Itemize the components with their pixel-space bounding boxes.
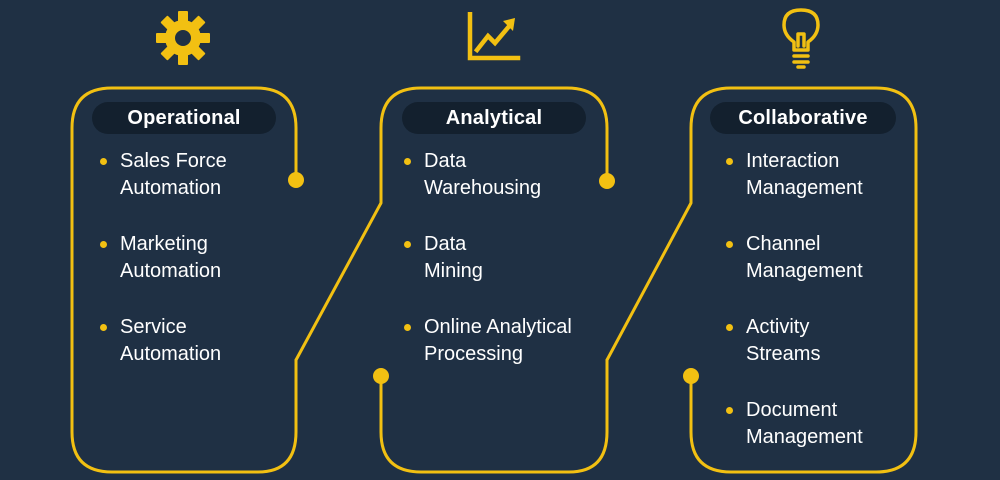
connector-operational-analytical: [294, 86, 609, 362]
bullet-icon: [726, 241, 733, 248]
list-item: Marketing Automation: [98, 231, 293, 285]
analytical-frame-bottom: [379, 358, 609, 474]
list-item: Data Mining: [402, 231, 607, 285]
bullet-icon: [100, 324, 107, 331]
column-title-operational: Operational: [92, 102, 276, 134]
list-item: Activity Streams: [724, 314, 909, 368]
connector-dot: [683, 368, 699, 384]
collaborative-items: Interaction Management Channel Managemen…: [724, 148, 909, 480]
bullet-icon: [726, 158, 733, 165]
operational-frame: [70, 86, 298, 474]
bullet-icon: [100, 241, 107, 248]
bullet-icon: [404, 241, 411, 248]
bullet-icon: [404, 158, 411, 165]
list-item: Data Warehousing: [402, 148, 607, 202]
bullet-icon: [726, 324, 733, 331]
list-item: Interaction Management: [724, 148, 909, 202]
gear-icon: [155, 10, 211, 66]
connector-dot: [599, 173, 615, 189]
chart-trend-up-icon: [466, 11, 522, 62]
list-item: Service Automation: [98, 314, 293, 368]
connector-dot: [288, 172, 304, 188]
lightbulb-icon: [778, 6, 824, 70]
bullet-icon: [100, 158, 107, 165]
bullet-icon: [726, 407, 733, 414]
operational-items: Sales Force Automation Marketing Automat…: [98, 148, 293, 397]
list-item: Sales Force Automation: [98, 148, 293, 202]
bullet-icon: [404, 324, 411, 331]
analytical-items: Data Warehousing Data Mining Online Anal…: [402, 148, 607, 397]
column-title-analytical: Analytical: [402, 102, 586, 134]
list-item: Document Management: [724, 397, 909, 451]
list-item: Online Analytical Processing: [402, 314, 607, 368]
list-item: Channel Management: [724, 231, 909, 285]
column-title-collaborative: Collaborative: [710, 102, 896, 134]
connector-dot: [373, 368, 389, 384]
connector-analytical-collaborative: [605, 86, 918, 474]
